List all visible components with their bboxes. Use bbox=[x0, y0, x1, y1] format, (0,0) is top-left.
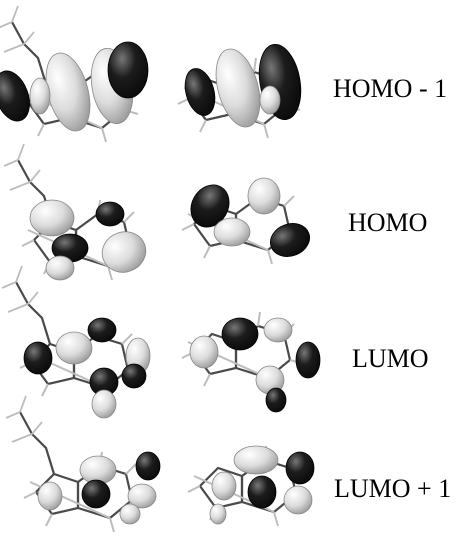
orbital-lobe-7-5 bbox=[209, 503, 227, 525]
bond-h-2-3 bbox=[123, 211, 135, 223]
orbital-lobe-7-2 bbox=[247, 475, 277, 509]
alkyl-chain-6 bbox=[19, 411, 56, 475]
label-lumo: LUMO bbox=[352, 344, 429, 373]
bond-h-0-1 bbox=[37, 123, 45, 137]
alkyl-chain-0 bbox=[11, 21, 48, 85]
chain-h-6-3 bbox=[31, 421, 43, 435]
chain-h-4-0 bbox=[1, 281, 17, 289]
bond-h-4-3 bbox=[121, 333, 133, 345]
orbital-lobe-1-3 bbox=[259, 85, 281, 115]
orbital-lobe-7-0 bbox=[211, 471, 237, 501]
orbital-lobe-5-1 bbox=[221, 317, 259, 351]
orbital-lobe-5-5 bbox=[265, 387, 287, 413]
orbital-lobe-4-6 bbox=[121, 363, 147, 389]
bond-h-1-1 bbox=[199, 119, 207, 133]
orbital-lobe-5-3 bbox=[295, 341, 321, 379]
chain-h-2-1 bbox=[17, 143, 25, 161]
chain-h-2-0 bbox=[3, 159, 19, 167]
chain-h-6-1 bbox=[19, 395, 27, 413]
bond-h-2-0 bbox=[21, 239, 35, 247]
orbital-lobe-3-3 bbox=[270, 223, 310, 257]
bond-h-3-5 bbox=[267, 249, 273, 265]
orbital-lobe-7-1 bbox=[233, 445, 279, 475]
orbital-lobe-6-5 bbox=[119, 503, 141, 525]
chain-h-0-2 bbox=[3, 43, 25, 53]
label-lumo-plus-1: LUMO + 1 bbox=[334, 474, 452, 503]
bond-h-3-0 bbox=[181, 223, 195, 231]
orbital-lobe-0-3 bbox=[107, 41, 149, 99]
chain-h-0-1 bbox=[11, 5, 19, 23]
chain-h-0-0 bbox=[0, 21, 13, 29]
orbital-lobe-6-0 bbox=[37, 481, 63, 511]
orbital-lobe-1-2 bbox=[258, 44, 302, 120]
orbital-lobe-4-2 bbox=[87, 317, 117, 343]
chain-h-4-1 bbox=[15, 265, 23, 283]
bond-h-7-5 bbox=[273, 511, 279, 527]
label-homo: HOMO bbox=[348, 208, 428, 237]
orbital-lobe-4-1 bbox=[55, 331, 93, 365]
chain-h-4-3 bbox=[27, 291, 39, 305]
chain-h-0-3 bbox=[23, 31, 35, 45]
orbital-lobe-7-3 bbox=[285, 451, 315, 485]
orbital-lobe-3-2 bbox=[213, 217, 251, 247]
bond-h-3-3 bbox=[283, 195, 295, 207]
orbital-lobe-0-4 bbox=[29, 77, 51, 115]
orbital-lobe-4-0 bbox=[23, 341, 53, 375]
bond-h-6-5 bbox=[109, 517, 115, 533]
orbital-lobe-1-1 bbox=[215, 48, 261, 128]
orbital-lobe-0-0 bbox=[0, 70, 30, 122]
orbital-lobe-2-4 bbox=[45, 255, 75, 281]
bond-h-7-0 bbox=[187, 485, 201, 493]
chain-h-2-3 bbox=[29, 169, 41, 183]
bond-h-5-2 bbox=[257, 311, 261, 327]
chain-h-6-0 bbox=[5, 411, 21, 419]
bond-h-6-0 bbox=[23, 491, 37, 499]
orbital-lobe-3-0 bbox=[190, 184, 230, 228]
bond-h-3-1 bbox=[203, 245, 211, 259]
orbital-lobe-5-0 bbox=[189, 335, 219, 369]
orbital-lobe-4-5 bbox=[91, 389, 117, 419]
bond-h-1-5 bbox=[263, 123, 269, 139]
bond-h-2-5 bbox=[107, 265, 113, 281]
bond-h-6-3 bbox=[125, 463, 137, 475]
label-homo-minus-1: HOMO - 1 bbox=[333, 74, 448, 103]
chain-h-2-2 bbox=[9, 181, 31, 191]
orbital-lobe-1-0 bbox=[184, 68, 216, 116]
bond-h-4-1 bbox=[41, 383, 49, 397]
orbital-lobe-7-4 bbox=[283, 485, 313, 515]
orbital-lobe-6-2 bbox=[81, 479, 111, 509]
bond-h-0-5 bbox=[101, 127, 107, 143]
bond-h-1-2 bbox=[253, 57, 257, 73]
orbital-lobe-5-2 bbox=[263, 317, 293, 343]
bond-h-5-1 bbox=[203, 373, 211, 387]
orbital-lobe-2-0 bbox=[29, 199, 75, 237]
bond-h-6-1 bbox=[45, 513, 53, 527]
orbital-lobe-2-3 bbox=[101, 231, 147, 273]
orbital-lobe-2-2 bbox=[95, 201, 125, 227]
alkyl-chain-4 bbox=[15, 281, 52, 345]
chain-h-4-2 bbox=[7, 303, 29, 313]
chain-h-6-2 bbox=[11, 433, 33, 443]
orbital-lobe-3-1 bbox=[247, 177, 281, 215]
orbital-lobe-6-3 bbox=[135, 451, 161, 481]
orbital-lobe-6-4 bbox=[127, 483, 157, 509]
